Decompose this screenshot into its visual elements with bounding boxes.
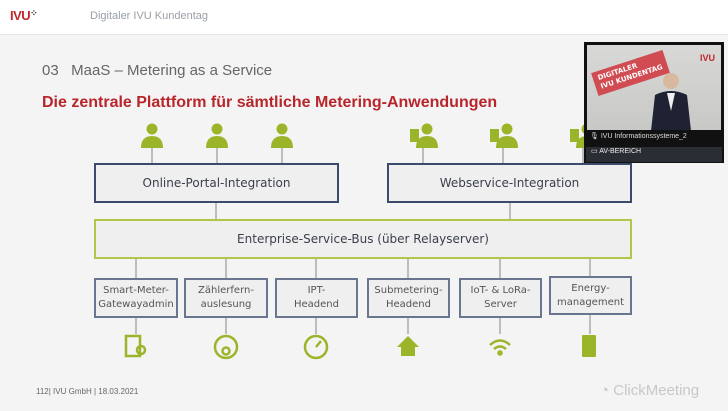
online-portal-integration-box: Online-Portal-Integration — [94, 163, 339, 203]
camera-icon: ▭ — [591, 148, 598, 155]
slide-title: Die zentrale Plattform für sämtliche Met… — [42, 94, 498, 111]
participant-name: 🎙 IVU Informationssysteme_2 — [590, 133, 687, 140]
enterprise-service-bus-box: Enterprise-Service-Bus (über Relayserver… — [94, 219, 632, 259]
module-box: Energy-management — [549, 276, 632, 315]
module-box: IoT- & LoRa-Server — [459, 278, 542, 318]
av-area-button[interactable]: ▭ AV-BEREICH — [586, 147, 722, 162]
ivu-logo: IVU⁘ — [10, 8, 38, 23]
section-heading: 03 MaaS – Metering as a Service — [42, 62, 273, 79]
module-box: Submetering-Headend — [367, 278, 450, 318]
speaker — [651, 73, 691, 130]
user-document-icon — [490, 123, 518, 148]
certificate-icon — [124, 334, 147, 358]
video-ivu-logo: IVU — [699, 53, 715, 63]
module-box: Smart-Meter-Gatewayadmin — [94, 278, 178, 318]
webservice-integration-box: Webservice-Integration — [387, 163, 632, 203]
house-network-icon — [397, 336, 419, 356]
user-icon — [271, 123, 293, 148]
top-bar — [0, 0, 728, 35]
user-icon — [141, 123, 163, 148]
charging-station-icon — [582, 335, 596, 357]
slide-footer: 112| IVU GmbH | 18.03.2021 — [36, 387, 139, 396]
clickmeeting-watermark: ◔ ClickMeeting — [600, 382, 700, 399]
wifi-icon — [489, 339, 511, 356]
meter-icon — [213, 334, 239, 360]
conference-title: Digitaler IVU Kundentag — [90, 10, 209, 22]
user-icon — [206, 123, 228, 148]
gauge-icon — [303, 334, 329, 360]
module-box: IPT-Headend — [275, 278, 358, 318]
user-document-icon — [410, 123, 438, 148]
module-box: Zählerfern-auslesung — [184, 278, 268, 318]
